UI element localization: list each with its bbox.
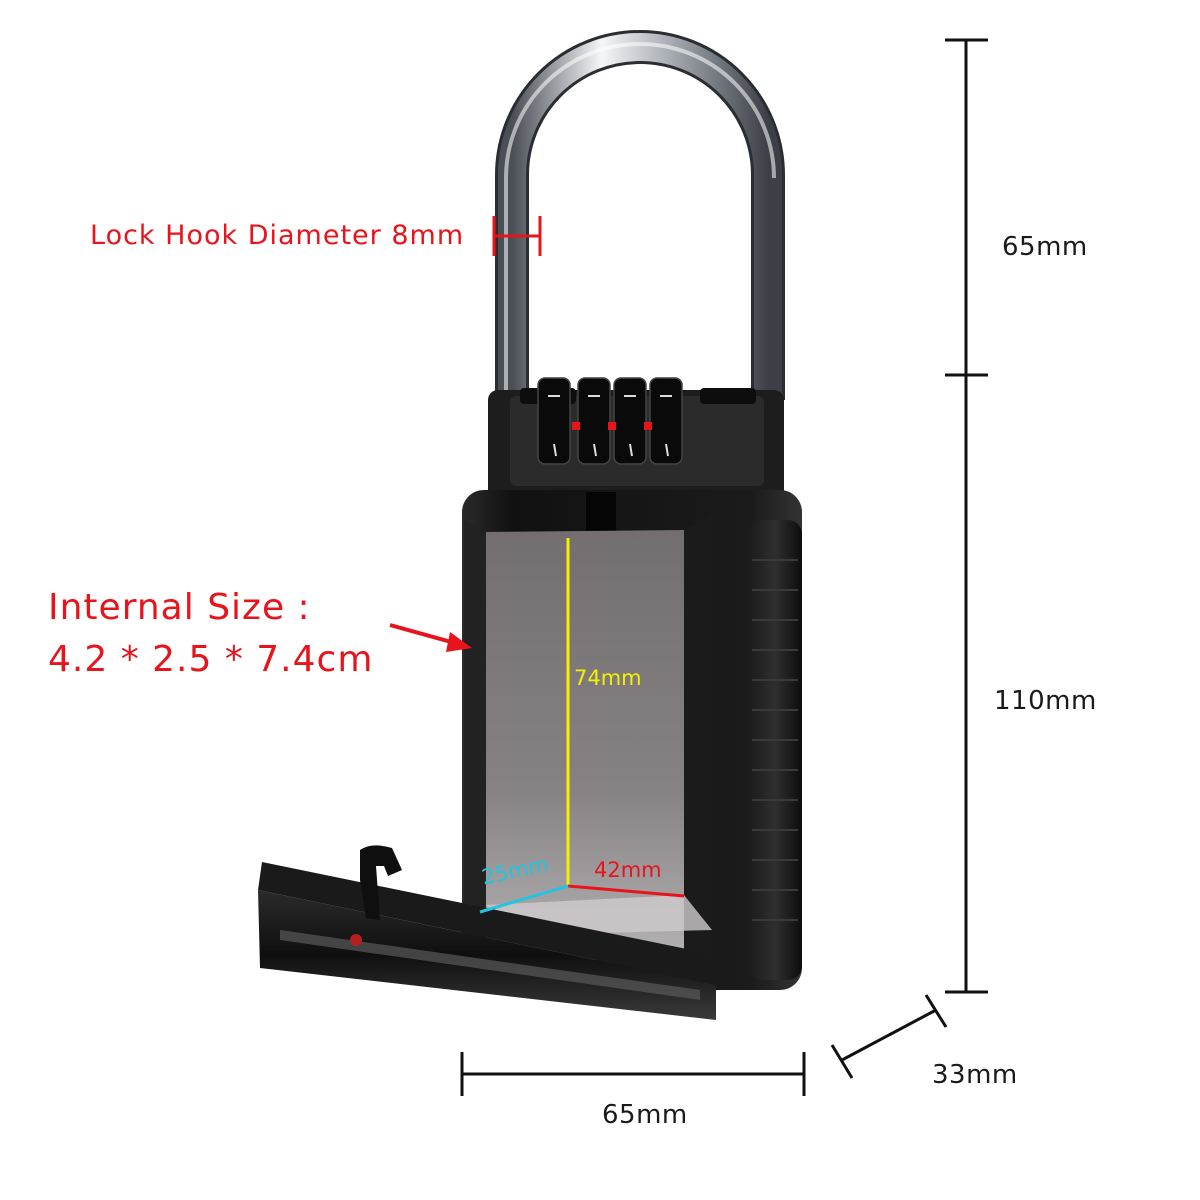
internal-size-title: Internal Size : bbox=[48, 587, 311, 628]
body-height-label: 110mm bbox=[994, 686, 1097, 716]
shackle-height-label: 65mm bbox=[1002, 232, 1088, 262]
inner-width-label: 42mm bbox=[594, 858, 662, 882]
inner-height-label: 74mm bbox=[574, 666, 642, 690]
hook-diameter-label: Lock Hook Diameter 8mm bbox=[90, 220, 465, 251]
internal-size-value: 4.2 * 2.5 * 7.4cm bbox=[48, 639, 374, 680]
depth-label: 33mm bbox=[932, 1060, 1018, 1090]
width-label: 65mm bbox=[602, 1100, 688, 1130]
